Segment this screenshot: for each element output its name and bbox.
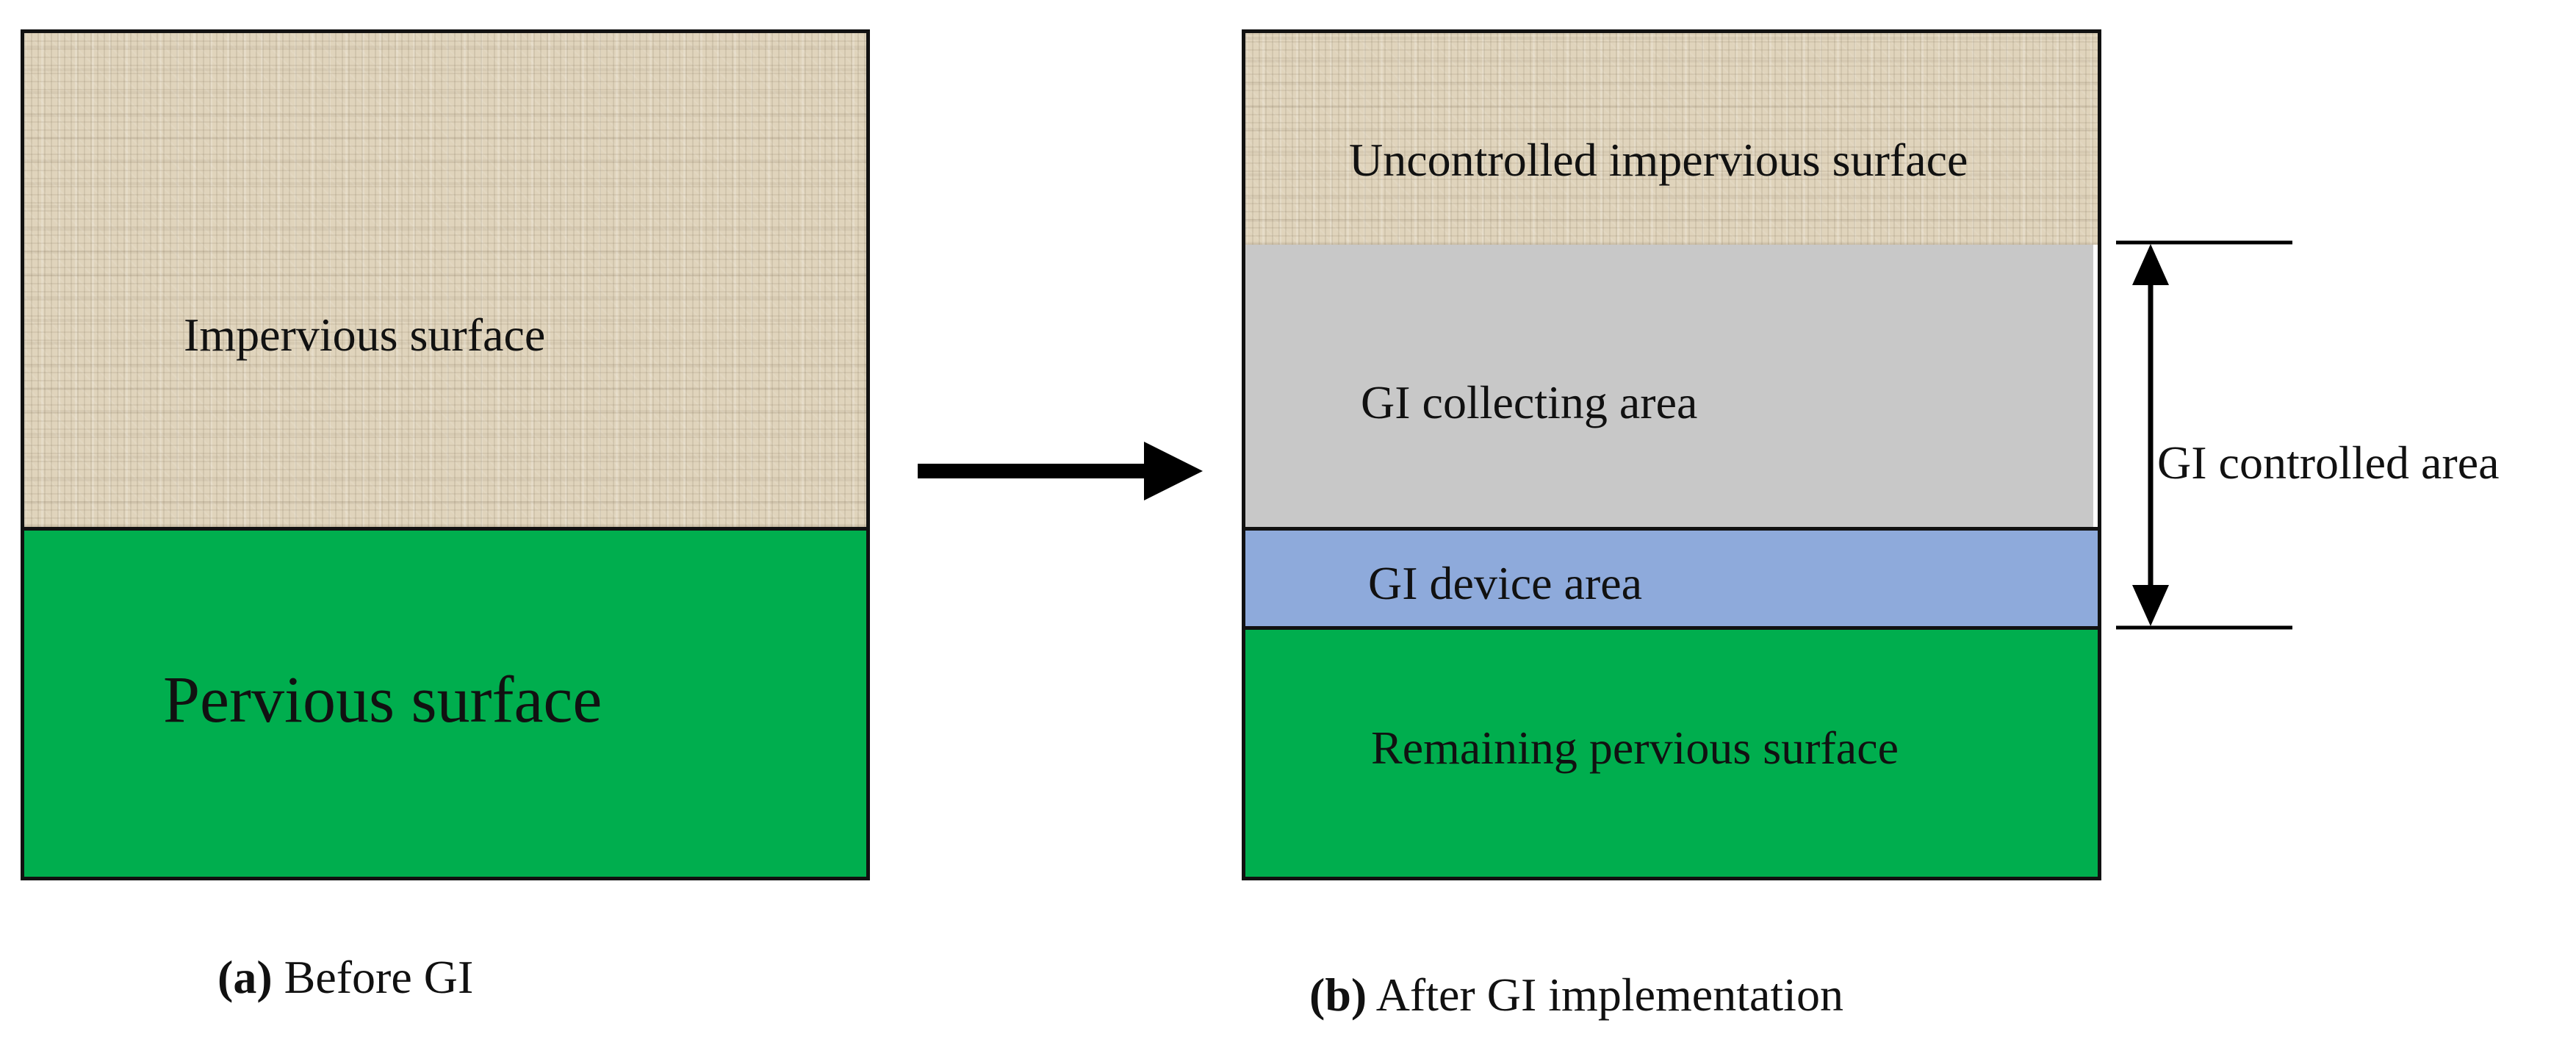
- panel-a-caption-text: Before GI: [284, 951, 474, 1003]
- uncontrolled-impervious-label: Uncontrolled impervious surface: [1349, 134, 1968, 186]
- pervious-surface-label: Pervious surface: [163, 664, 602, 736]
- panel-b-caption-letter: (b): [1309, 969, 1367, 1021]
- gi-collecting-area-label: GI collecting area: [1361, 376, 1698, 428]
- gi-device-area-label: GI device area: [1368, 557, 1643, 609]
- right-arrow-icon: [918, 442, 1203, 500]
- panel-b-caption-text: After GI implementation: [1375, 969, 1843, 1021]
- double-headed-vertical-arrow-icon: [2116, 240, 2292, 630]
- uncontrolled-impervious-region: [1245, 33, 2098, 245]
- panel-b-caption: (b) After GI implementation: [1309, 972, 1843, 1019]
- remaining-pervious-label: Remaining pervious surface: [1371, 722, 1899, 774]
- gi-device-area-region: [1245, 527, 2098, 630]
- panel-b-diagram: [1242, 29, 2101, 880]
- impervious-surface-region: [24, 33, 866, 527]
- gi-controlled-area-label: GI controlled area: [2157, 437, 2500, 489]
- gi-collecting-area-region: [1245, 245, 2093, 527]
- remaining-pervious-region: [1245, 630, 2098, 877]
- panel-a-caption-letter: (a): [217, 951, 273, 1003]
- pervious-surface-region: [24, 527, 866, 877]
- impervious-surface-label: Impervious surface: [184, 309, 546, 361]
- panel-a-caption: (a) Before GI: [217, 954, 473, 1001]
- panel-a-diagram: [21, 29, 870, 880]
